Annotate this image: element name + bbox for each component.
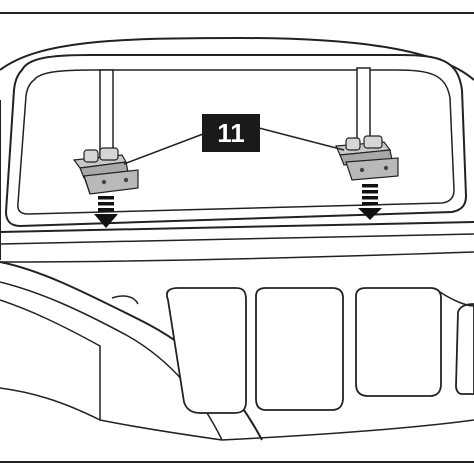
bed-panel-3	[355, 287, 442, 397]
callout-badge	[202, 114, 260, 152]
cab-rear-panel-lower	[0, 233, 474, 245]
bracket-left	[72, 147, 139, 195]
bracket-right	[335, 135, 399, 181]
support-post-left	[99, 69, 114, 159]
callout-label: 11	[217, 118, 245, 148]
bed-panel-2	[255, 287, 344, 411]
cab-rear-panel	[0, 221, 474, 233]
bed-floor-left	[99, 419, 223, 441]
bed-pillar-left	[0, 299, 101, 422]
bed-floor-line	[221, 419, 474, 441]
leader-line-right	[258, 127, 345, 151]
bed-left-small-bump	[111, 295, 139, 305]
cab-rear-panel-base	[0, 251, 474, 263]
bed-panel-4	[455, 303, 474, 395]
leader-line-left	[123, 133, 204, 165]
down-arrow-right	[358, 184, 382, 220]
bed-panel-1	[165, 287, 247, 414]
bed-rail-right	[439, 291, 474, 307]
down-arrow-left	[94, 196, 118, 228]
